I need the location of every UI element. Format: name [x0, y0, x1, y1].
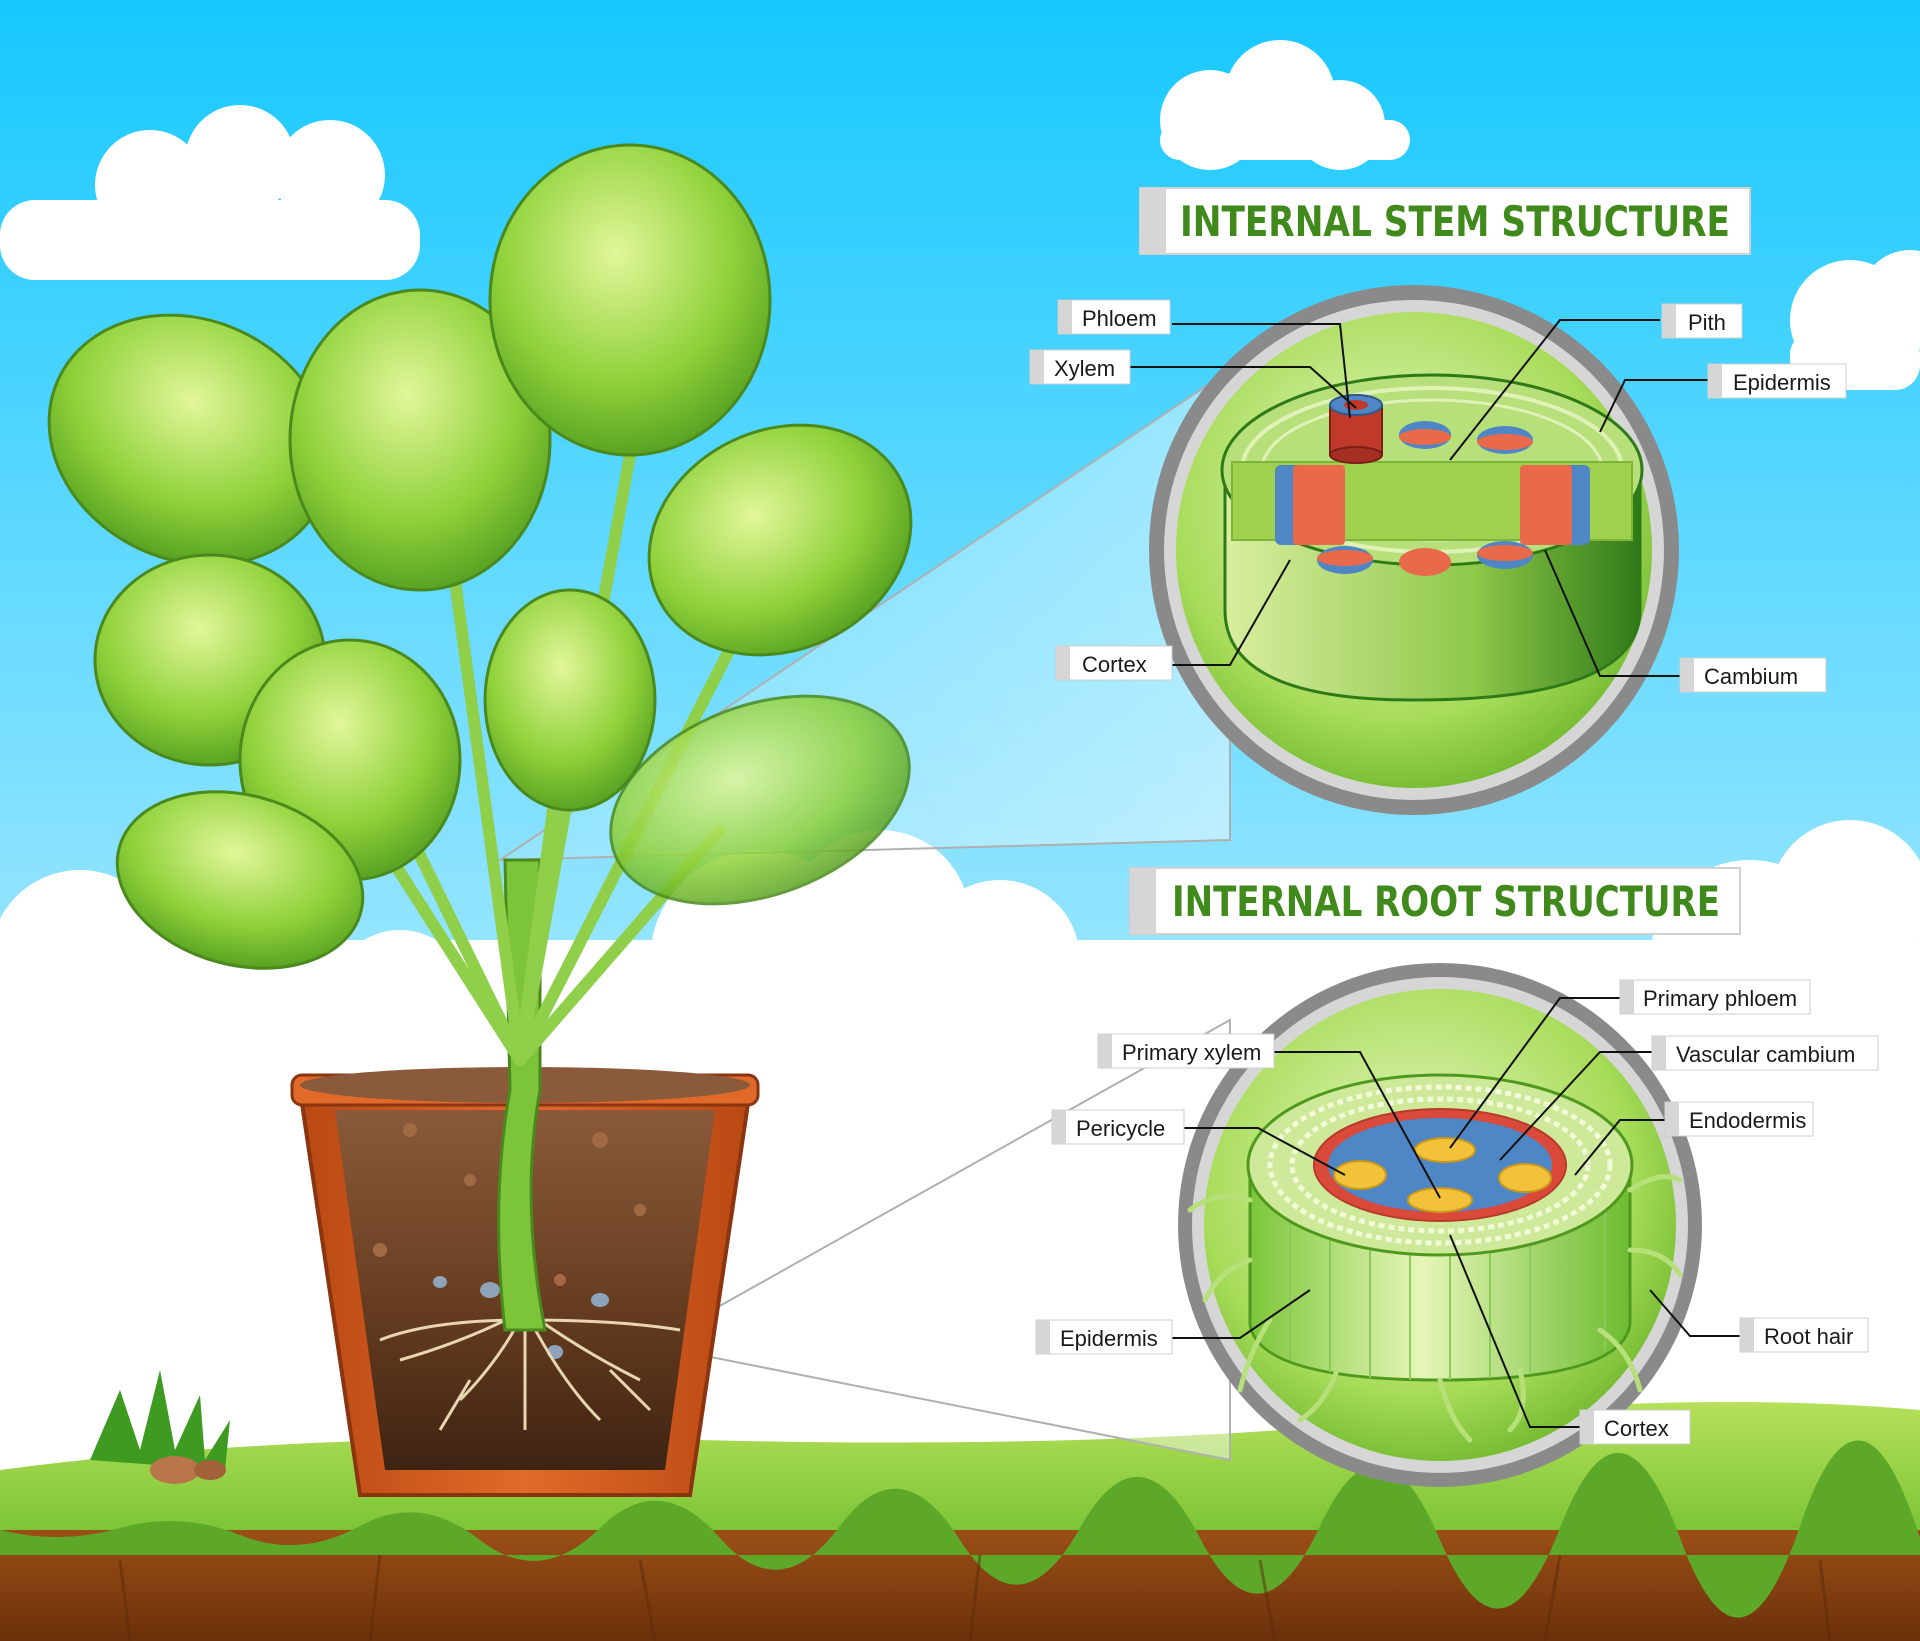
- primary-xylem-phloem: [1333, 1137, 1552, 1213]
- stem-title: INTERNAL STEM STRUCTURE: [1180, 197, 1730, 246]
- label-epidermis-root: Epidermis: [1035, 1319, 1173, 1355]
- grass-edge: [0, 1440, 1920, 1618]
- svg-text:Root hair: Root hair: [1764, 1324, 1853, 1349]
- grass-tuft: [90, 1370, 230, 1484]
- stem-cross-section: [1220, 373, 1644, 702]
- leaves: [47, 143, 913, 970]
- label-primary-phloem: Primary phloem: [1619, 979, 1811, 1015]
- cloud: [0, 105, 420, 280]
- label-phloem: Phloem: [1057, 299, 1171, 335]
- svg-text:Cortex: Cortex: [1604, 1416, 1669, 1441]
- svg-text:Vascular cambium: Vascular cambium: [1676, 1042, 1855, 1067]
- root-title-banner: INTERNAL ROOT STRUCTURE: [1129, 867, 1741, 935]
- cloud: [1790, 250, 1920, 390]
- label-xylem: Xylem: [1029, 349, 1131, 385]
- label-cortex-stem: Cortex: [1055, 645, 1173, 681]
- svg-text:Epidermis: Epidermis: [1060, 1326, 1158, 1351]
- label-primary-xylem: Primary xylem: [1097, 1033, 1275, 1069]
- root-title: INTERNAL ROOT STRUCTURE: [1172, 877, 1720, 926]
- label-root-hair: Root hair: [1739, 1317, 1869, 1353]
- label-epidermis-stem: Epidermis: [1707, 363, 1847, 399]
- cloud: [1160, 40, 1410, 170]
- root-labels: [1170, 997, 1740, 1428]
- label-cortex-root: Cortex: [1579, 1409, 1691, 1445]
- vascular-bundles: [1275, 421, 1590, 576]
- svg-text:Pericycle: Pericycle: [1076, 1116, 1165, 1141]
- svg-text:Phloem: Phloem: [1082, 306, 1157, 331]
- stem-title-banner: INTERNAL STEM STRUCTURE: [1139, 187, 1751, 255]
- stem-labels: [1128, 319, 1708, 677]
- label-cambium: Cambium: [1679, 657, 1827, 693]
- label-endodermis: Endodermis: [1664, 1101, 1814, 1137]
- svg-text:Cambium: Cambium: [1704, 664, 1798, 689]
- svg-text:Epidermis: Epidermis: [1733, 370, 1831, 395]
- svg-text:Cortex: Cortex: [1082, 652, 1147, 677]
- xylem-cylinder: [1329, 394, 1383, 464]
- svg-text:Pith: Pith: [1688, 310, 1726, 335]
- svg-text:Endodermis: Endodermis: [1689, 1108, 1806, 1133]
- dirt-cracks: [118, 1554, 1832, 1641]
- label-pericycle: Pericycle: [1051, 1109, 1185, 1145]
- root-hairs: [1187, 1174, 1683, 1443]
- label-pith: Pith: [1661, 303, 1743, 339]
- svg-text:Primary phloem: Primary phloem: [1643, 986, 1797, 1011]
- svg-text:Xylem: Xylem: [1054, 356, 1115, 381]
- svg-text:Primary xylem: Primary xylem: [1122, 1040, 1261, 1065]
- label-vascular-cambium: Vascular cambium: [1651, 1035, 1879, 1071]
- root-cross-section: [1187, 1073, 1683, 1443]
